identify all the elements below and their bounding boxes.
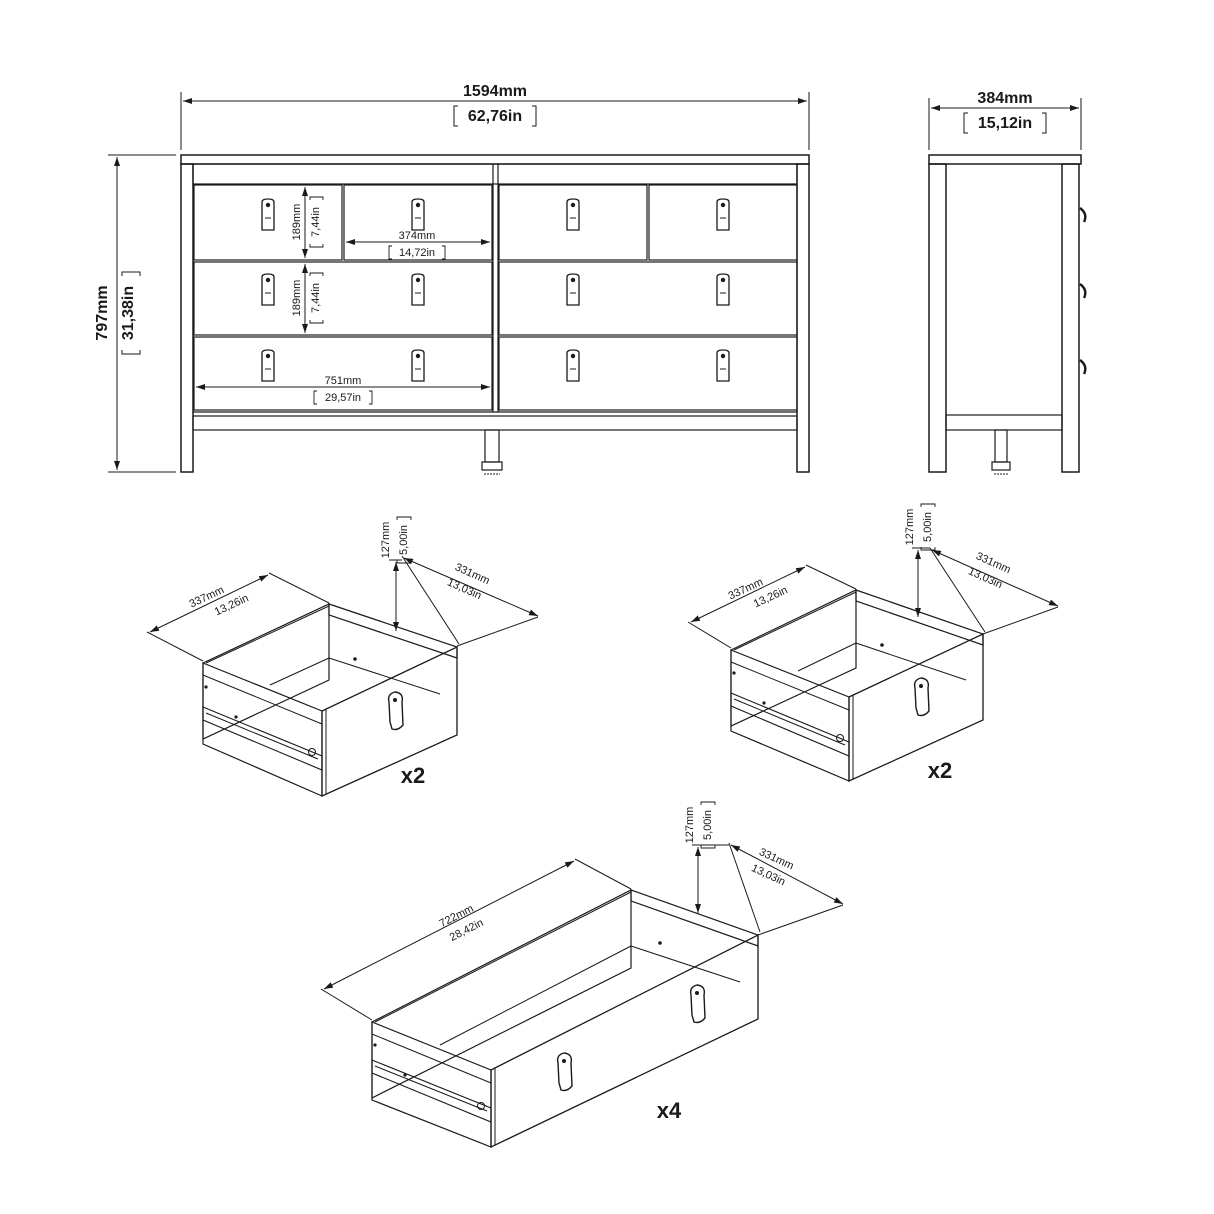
side-handle-icon bbox=[1079, 359, 1087, 375]
drawer-height-1-mm: 189mm bbox=[291, 204, 303, 241]
drawer-height-1-in: 7,44in bbox=[310, 207, 322, 237]
side-handle-icon bbox=[1079, 283, 1087, 299]
overall-width-in: 62,76in bbox=[468, 108, 522, 125]
drawer-b-height-in: 5,00in bbox=[922, 512, 934, 542]
large-drawer-width-in: 29,57in bbox=[325, 392, 361, 404]
right-leg bbox=[796, 163, 810, 473]
handle-icon bbox=[556, 1052, 573, 1092]
drawer-front-small bbox=[498, 184, 648, 261]
small-drawer-width-in: 14,72in bbox=[399, 247, 435, 259]
side-top-board bbox=[928, 154, 1082, 165]
drawer-large: 722mm 28,42in 331mm 13,03in 127mm 5,00in… bbox=[320, 801, 844, 1149]
handle-icon bbox=[689, 984, 706, 1024]
drawer-front-large bbox=[193, 336, 493, 411]
side-view: 384mm 15,12in bbox=[928, 90, 1087, 475]
side-handle-icon bbox=[1079, 207, 1087, 223]
overall-height-mm: 797mm bbox=[94, 285, 111, 340]
drawer-front-small bbox=[193, 184, 343, 261]
drawer-b-height-mm: 127mm bbox=[904, 509, 916, 546]
handle-icon bbox=[387, 691, 404, 731]
drawer-front-large bbox=[498, 336, 798, 411]
small-drawer-width-mm: 374mm bbox=[399, 230, 436, 242]
bottom-rail bbox=[192, 415, 798, 431]
handle-icon bbox=[261, 198, 730, 382]
depth-in: 15,12in bbox=[978, 115, 1032, 132]
drawer-b-quantity: x2 bbox=[928, 758, 952, 783]
depth-mm: 384mm bbox=[977, 90, 1032, 107]
drawer-height-2-mm: 189mm bbox=[291, 280, 303, 317]
drawer-front-small bbox=[648, 184, 798, 261]
drawer-height-2-in: 7,44in bbox=[310, 283, 322, 313]
side-back-leg bbox=[928, 163, 947, 473]
drawer-small-left: 337mm 13,26in 331mm 13,03in 127mm 5,00in… bbox=[146, 516, 539, 798]
left-leg bbox=[180, 163, 194, 473]
drawer-a-quantity: x2 bbox=[401, 763, 425, 788]
top-board bbox=[180, 154, 810, 165]
drawer-a-height-mm: 127mm bbox=[380, 522, 392, 559]
overall-height-in: 31,38in bbox=[120, 286, 137, 340]
drawer-front-small bbox=[343, 184, 493, 261]
large-drawer-width-mm: 751mm bbox=[325, 375, 362, 387]
drawer-a-height-in: 5,00in bbox=[398, 525, 410, 555]
handle-icon bbox=[913, 677, 930, 717]
side-front-leg bbox=[1061, 163, 1080, 473]
drawer-large-height-in: 5,00in bbox=[702, 810, 714, 840]
drawer-large-quantity: x4 bbox=[657, 1098, 682, 1123]
drawer-front-large bbox=[498, 261, 798, 336]
overall-width-mm: 1594mm bbox=[463, 83, 527, 100]
drawer-front-large bbox=[193, 261, 493, 336]
front-view: 1594mm 62,76in 797mm 31,38in 189mm 7,44i… bbox=[94, 83, 810, 475]
drawer-large-height-mm: 127mm bbox=[684, 807, 696, 844]
drawer-small-right: 337mm 13,26in 331mm 13,03in 127mm 5,00in… bbox=[687, 503, 1059, 783]
